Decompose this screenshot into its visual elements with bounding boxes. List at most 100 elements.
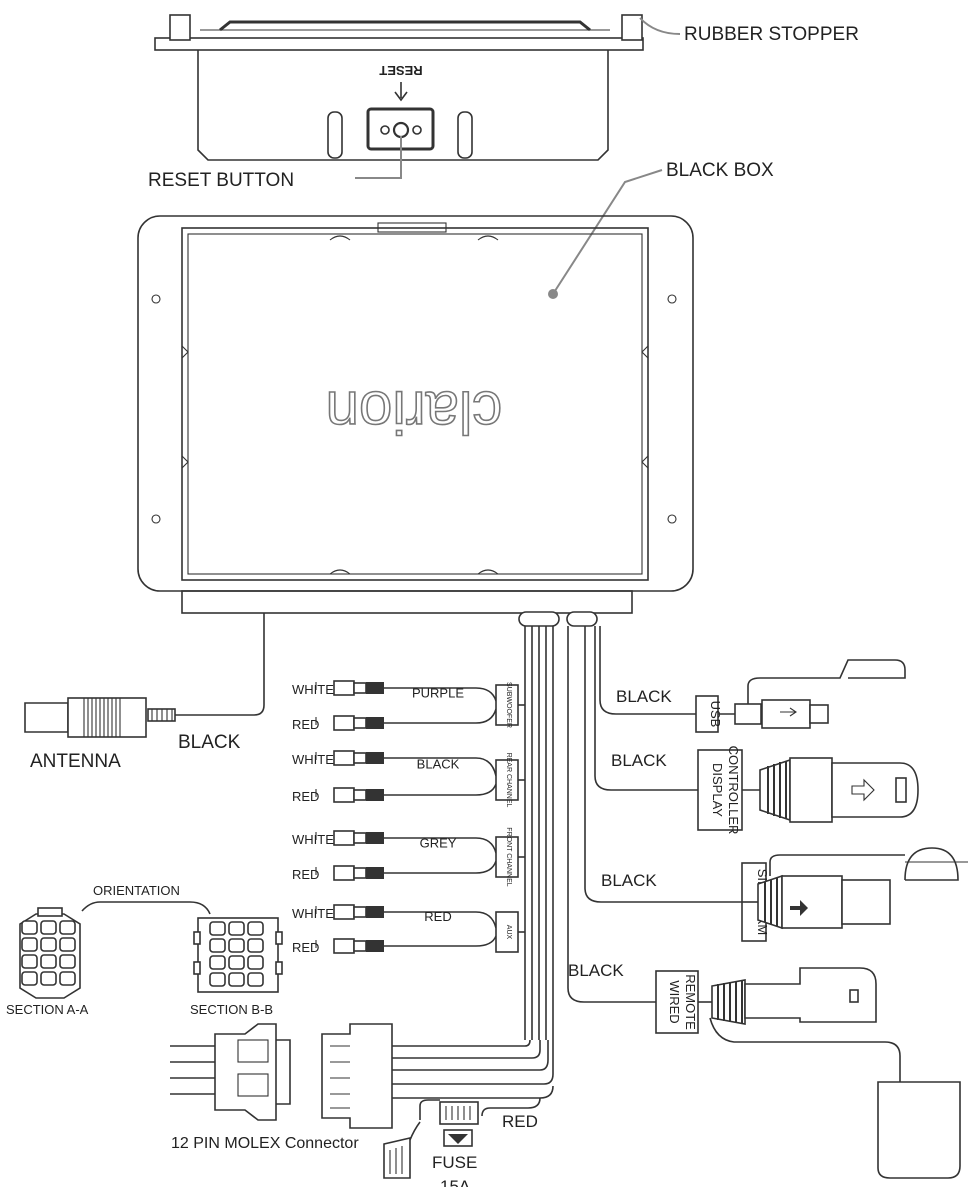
connector-pin — [59, 937, 76, 952]
connector-pin — [59, 971, 76, 986]
molex-label: 12 PIN MOLEX Connector — [171, 1135, 359, 1152]
connector-pin — [59, 920, 76, 935]
connector-pin — [209, 972, 226, 987]
fuse-label: FUSE — [432, 1153, 477, 1172]
rca-plug-collar — [366, 717, 384, 729]
connector-pin — [40, 920, 57, 935]
rca-jack-label: RED — [292, 867, 319, 882]
connector-pin — [21, 937, 38, 952]
section-a-label: SECTION A-A — [6, 1002, 89, 1017]
black-box: clarion — [137, 215, 694, 614]
connector-pin — [247, 972, 264, 987]
connector-pin — [21, 920, 38, 935]
cable-tag-label: USB — [708, 701, 723, 728]
molex-connector — [170, 1023, 554, 1129]
rca-plug-sleeve — [353, 717, 367, 729]
cable-wire — [599, 626, 696, 715]
rca-channel-tag-label: SUBWOOFER — [505, 682, 512, 728]
connector-pin — [247, 938, 264, 953]
rca-channel-tag — [495, 684, 519, 726]
rca-wire — [384, 687, 497, 702]
rca-wire — [384, 837, 497, 854]
rca-wire — [384, 757, 497, 777]
black-box-label: BLACK BOX — [666, 160, 774, 181]
wired-remote-connector — [698, 967, 961, 1179]
rca-plug-sleeve — [353, 867, 367, 879]
cable-wire-label: BLACK — [611, 751, 667, 770]
cable-tag-label: CONTROLLER — [726, 746, 741, 835]
rubber-stopper-label: RUBBER STOPPER — [684, 24, 859, 45]
rca-wire — [384, 935, 497, 947]
rca-plug-body — [333, 680, 355, 696]
rca-jack-label: WHITE — [292, 752, 334, 767]
cable-wire-label: BLACK — [616, 687, 672, 706]
connector-pin — [21, 971, 38, 986]
section-a-connector — [19, 907, 81, 999]
brand-logo: clarion — [326, 379, 503, 446]
section-b-connector — [193, 917, 283, 993]
rca-jack-label: WHITE — [292, 832, 334, 847]
cable-wire-label: BLACK — [568, 961, 624, 980]
connector-pin — [209, 938, 226, 953]
side-view: RESET — [154, 14, 644, 161]
rca-plug-body — [333, 938, 355, 954]
cable-tag-label: WIRED — [667, 980, 682, 1023]
rca-plug-body — [333, 830, 355, 846]
rca-wire-label: PURPLE — [412, 686, 464, 701]
connector-pin — [209, 921, 226, 936]
fuse-rating-label: 15A — [440, 1177, 471, 1187]
section-b-label: SECTION B-B — [190, 1002, 273, 1017]
rca-wire-label: GREY — [420, 836, 457, 851]
rca-plug-body — [333, 750, 355, 766]
red-wire-label: RED — [502, 1112, 538, 1131]
rca-wire — [384, 860, 497, 874]
connector-pin — [228, 955, 245, 970]
rca-plug-body — [333, 715, 355, 731]
rca-channel-tag-label: REAR CHANNEL — [505, 753, 512, 808]
connector-pin — [40, 971, 57, 986]
orientation-label: ORIENTATION — [93, 883, 180, 898]
fuse — [383, 1097, 541, 1179]
rca-wire-label: BLACK — [417, 757, 460, 772]
rca-channel-tag-label: FRONT CHANNEL — [505, 827, 512, 886]
rca-jack-label: WHITE — [292, 682, 334, 697]
rca-wire — [384, 708, 497, 724]
rca-plug-body — [333, 904, 355, 920]
rca-plug-sleeve — [353, 752, 367, 764]
rca-plug-collar — [366, 906, 384, 918]
rca-wire-label: RED — [424, 909, 451, 924]
rca-plug-sleeve — [353, 906, 367, 918]
reset-button-label: RESET BUTTON — [148, 170, 294, 191]
rca-channel-tag — [495, 759, 519, 801]
reset-engraving: RESET — [379, 63, 422, 78]
rca-cables: WHITE RED WHITE RED WHITE RED WHITE RED SUBWOOFE… — [292, 680, 525, 955]
sirius-xm-connector — [742, 847, 968, 930]
peripheral-cables: USBBLACKDISPLAYCONTROLLERBLACKSIRIUS XMB… — [567, 626, 770, 1034]
rca-plug-sleeve — [353, 832, 367, 844]
usb-connector — [718, 659, 906, 729]
connector-pin — [228, 972, 245, 987]
rca-plug-body — [333, 865, 355, 881]
rca-plug-sleeve — [353, 789, 367, 801]
rca-jack-label: RED — [292, 717, 319, 732]
rca-plug-collar — [366, 682, 384, 694]
rca-plug-sleeve — [353, 682, 367, 694]
rca-plug-sleeve — [353, 940, 367, 952]
antenna-wire-label: BLACK — [178, 732, 241, 753]
rca-channel-tag — [495, 911, 519, 953]
connector-pin — [228, 938, 245, 953]
rca-plug-collar — [366, 752, 384, 764]
antenna-label: ANTENNA — [30, 751, 121, 772]
cable-wire — [594, 626, 698, 791]
connector-pin — [21, 954, 38, 969]
connector-pin — [40, 937, 57, 952]
cable-tag-label: DISPLAY — [710, 763, 725, 817]
rca-jack-label: WHITE — [292, 906, 334, 921]
rca-jack-label: RED — [292, 940, 319, 955]
connector-pin — [59, 954, 76, 969]
rca-plug-body — [333, 787, 355, 803]
connector-pin — [40, 954, 57, 969]
connector-pin — [209, 955, 226, 970]
rca-plug-collar — [366, 789, 384, 801]
